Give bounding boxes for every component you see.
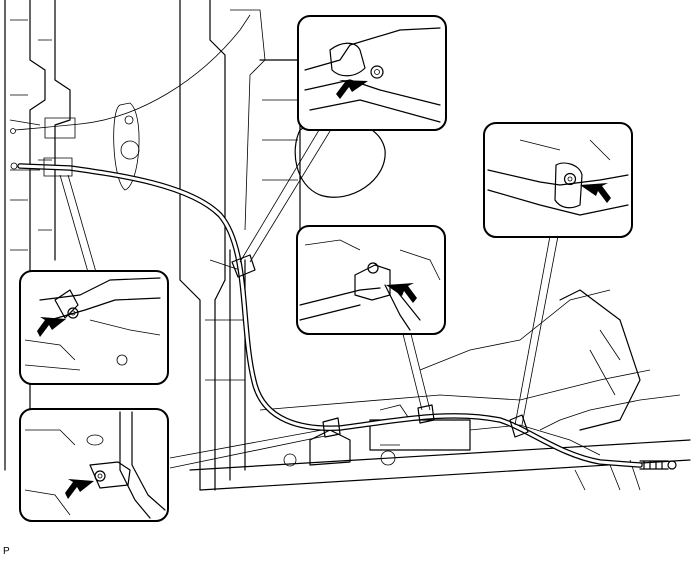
bolt-arrow-icon	[580, 183, 611, 203]
detail-lower-left-clamp	[19, 408, 169, 522]
detail-upper-clamp	[297, 15, 447, 131]
detail-left-clamp	[19, 270, 169, 385]
bolt-arrow-icon	[65, 479, 94, 499]
bolt-arrow-icon	[386, 283, 417, 303]
detail-middle-clamp	[296, 225, 446, 335]
bolt-arrow-icon	[37, 317, 66, 337]
upper-brake-cable	[10, 14, 251, 139]
bolt-arrow-icon	[336, 80, 368, 99]
illustration-code: P	[3, 546, 10, 557]
leader-lines	[59, 114, 559, 469]
main-brake-cable	[10, 157, 677, 470]
detail-right-clamp	[483, 122, 633, 238]
cable-clamps	[231, 254, 529, 438]
